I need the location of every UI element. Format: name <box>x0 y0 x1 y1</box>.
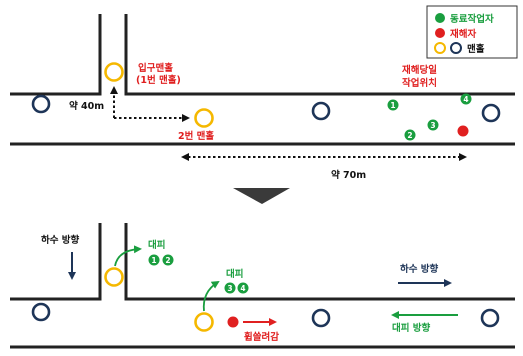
svg-text:2: 2 <box>165 256 170 265</box>
entrance-manhole-label: 입구맨홀 <box>138 62 173 74</box>
distance-40-label: 약 40m <box>69 100 104 112</box>
coworker-1-marker: 1 <box>387 99 399 111</box>
coworker-4-marker: 4 <box>237 282 249 294</box>
svg-text:4: 4 <box>463 95 468 104</box>
coworker-3-marker: 3 <box>427 119 439 131</box>
transition-arrow-icon <box>233 188 290 204</box>
manhole-icon <box>311 308 331 328</box>
manhole-icon <box>480 308 500 328</box>
distance-70-label: 약 70m <box>331 169 366 181</box>
legend-manhole-label: 맨홀 <box>467 43 485 55</box>
coworker-2-marker: 2 <box>404 129 416 141</box>
svg-text:1: 1 <box>151 256 156 265</box>
entrance-manhole-sublabel: (1번 맨홀) <box>136 74 181 86</box>
victim-marker <box>227 316 239 328</box>
legend-victim-label: 재해자 <box>450 28 476 40</box>
coworker-4-marker: 4 <box>460 93 472 105</box>
svg-text:4: 4 <box>240 284 245 293</box>
svg-text:2: 2 <box>407 131 412 140</box>
evacuation-arrow <box>202 280 220 312</box>
work-site-sublabel: 작업위치 <box>402 77 437 89</box>
manhole-icon <box>31 94 51 114</box>
svg-text:1: 1 <box>390 101 395 110</box>
manhole-2-icon <box>194 108 214 128</box>
bottom-pipe-upper-right-wall <box>124 223 515 301</box>
top-pipe-upper-left-wall <box>10 14 102 96</box>
legend-manhole-navy-icon <box>450 42 462 54</box>
victim-marker <box>457 125 469 137</box>
manhole-2-label: 2번 맨홀 <box>178 130 214 142</box>
top-pipe-upper-right-wall <box>124 14 515 96</box>
evacuate-label-1: 대피 <box>148 239 165 251</box>
bottom-pipe-upper-left-wall <box>10 223 102 301</box>
coworker-2-marker: 2 <box>162 254 174 266</box>
bottom-panel: 하수 방향 대피 1 2 대피 3 4 휩쓸려감 하수 방향 <box>10 223 515 349</box>
svg-text:3: 3 <box>430 121 435 130</box>
swept-away-label: 휩쓸려감 <box>244 331 279 343</box>
legend-coworker-label: 동료작업자 <box>450 13 494 25</box>
manhole-2-icon <box>194 312 214 332</box>
top-panel: 입구맨홀 (1번 맨홀) 약 40m 2번 맨홀 재해당일 작업위치 약 70m… <box>10 14 515 181</box>
evacuation-arrow <box>114 245 142 267</box>
manhole-icon <box>31 302 51 322</box>
manhole-icon <box>481 103 501 123</box>
evacuate-label-2: 대피 <box>226 268 243 280</box>
legend-manhole-yellow-icon <box>434 42 446 54</box>
flow-direction-label-left: 하수 방향 <box>41 234 80 246</box>
evacuation-direction-label: 대피 방향 <box>392 322 431 334</box>
coworker-1-marker: 1 <box>148 254 160 266</box>
coworker-3-marker: 3 <box>224 282 236 294</box>
flow-direction-label-right: 하수 방향 <box>400 263 439 275</box>
entrance-manhole-icon <box>104 267 124 287</box>
manhole-icon <box>311 101 331 121</box>
entrance-manhole-icon <box>104 62 124 82</box>
svg-text:3: 3 <box>227 284 232 293</box>
legend: 동료작업자 재해자 맨홀 <box>426 5 518 59</box>
work-site-label: 재해당일 <box>402 64 437 76</box>
